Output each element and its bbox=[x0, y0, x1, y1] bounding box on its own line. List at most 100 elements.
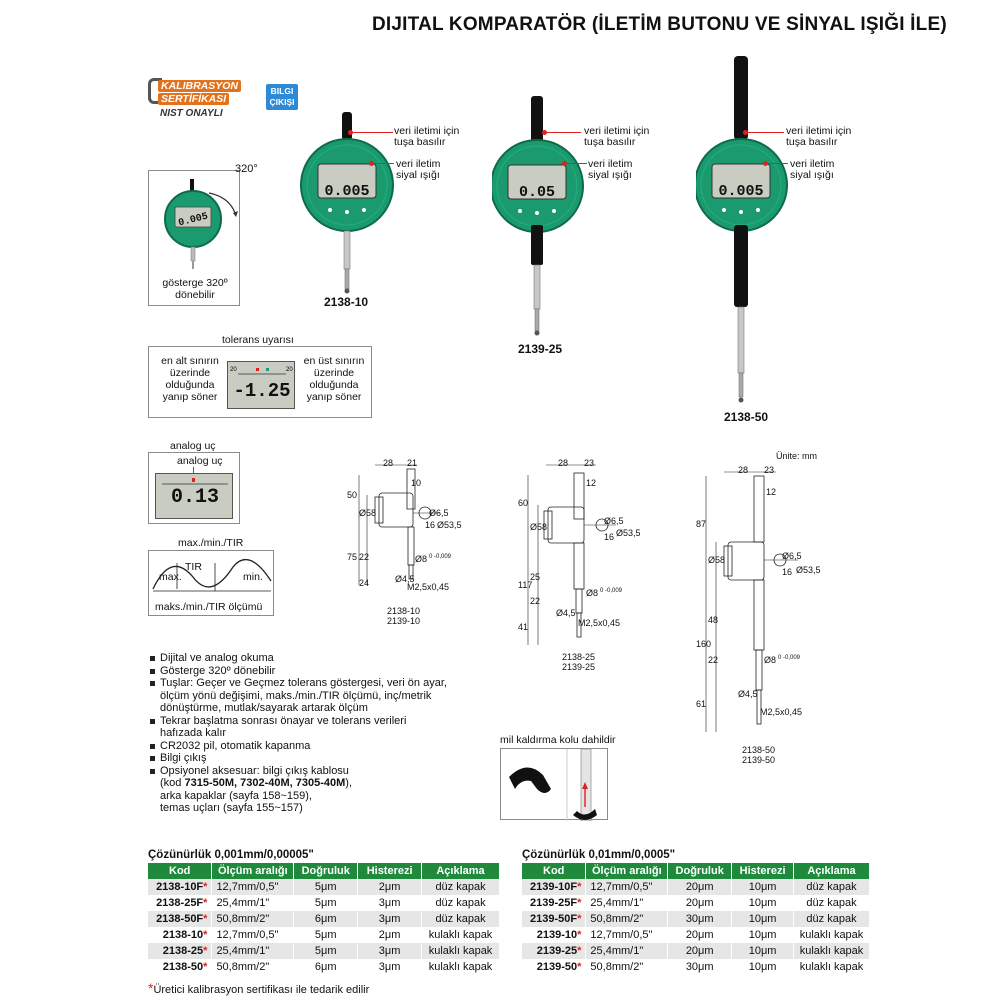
table-cell: 5μm bbox=[293, 879, 359, 895]
table-cell: 10μm bbox=[731, 895, 795, 911]
gauge-model: 2138-50 bbox=[724, 410, 769, 424]
dim-text: Ø4,5 bbox=[395, 574, 415, 584]
feature-item: Tekrar başlatma sonrası önayar ve tolera… bbox=[148, 715, 448, 740]
dim-text: 41 bbox=[518, 622, 529, 632]
table-cell: 50,8mm/2" bbox=[211, 959, 295, 975]
table-cell: 10μm bbox=[731, 911, 795, 927]
dim-caption: 2139-50 bbox=[742, 755, 776, 765]
table-cell: 6μm bbox=[293, 911, 359, 927]
maxmin-caption: maks./min./TIR ölçümü bbox=[155, 601, 263, 613]
code-cell: 2139-50F* bbox=[522, 911, 587, 927]
dim-text: 16 bbox=[782, 567, 793, 577]
table-cell: 25,4mm/1" bbox=[585, 895, 669, 911]
table-cell: 20μm bbox=[667, 943, 733, 959]
table-cell: kulaklı kapak bbox=[421, 959, 500, 975]
footnote: *Üretici kalibrasyon sertifikası ile ted… bbox=[148, 980, 369, 996]
table-cell: 10μm bbox=[731, 927, 795, 943]
code-text: 2138-25F bbox=[156, 897, 204, 909]
analog-title: analog uç bbox=[170, 440, 216, 452]
gauge3-label2-line1: veri iletim bbox=[790, 158, 835, 170]
maxmin-frame: max. TIR min. maks./min./TIR ölçümü bbox=[148, 550, 274, 616]
dim-text: Ø6,5 bbox=[782, 551, 802, 561]
tolerance-lcd: 20 20 -1.25 bbox=[227, 361, 295, 409]
svg-text:20: 20 bbox=[230, 367, 237, 373]
maxmin-title: max./min./TIR bbox=[178, 537, 244, 549]
badge-calibration-line2: SERTİFİKASI bbox=[158, 93, 230, 105]
dim-text: Ø6,5 bbox=[429, 508, 449, 518]
data-badge-line1: BILGI bbox=[270, 86, 294, 96]
badge-nist: NIST ONAYLI bbox=[160, 108, 223, 119]
dim-text: 117 bbox=[518, 580, 533, 590]
gauge1-label2-line1: veri iletim bbox=[396, 158, 441, 170]
star-mark: * bbox=[577, 961, 582, 973]
col-header: Doğruluk bbox=[667, 863, 733, 879]
dim-caption: 2139-25 bbox=[562, 662, 596, 672]
badge-hook-icon bbox=[148, 78, 162, 104]
gauge-display: 0.05 bbox=[518, 184, 555, 201]
pointer-line bbox=[545, 132, 581, 133]
table-cell: 3μm bbox=[357, 895, 423, 911]
footnote-star: * bbox=[148, 980, 154, 996]
gauge1-label1-line2: tuşa basılır bbox=[394, 136, 446, 148]
wave-icon bbox=[152, 558, 272, 592]
maxmin-tir: TIR bbox=[185, 561, 202, 573]
star-mark: * bbox=[577, 897, 582, 909]
feature-item: Gösterge 320º dönebilir bbox=[148, 665, 448, 678]
badge-calibration-line1: KALIBRASYON bbox=[158, 80, 242, 92]
col-header: Histerezi bbox=[357, 863, 423, 879]
table-cell: 10μm bbox=[731, 959, 795, 975]
code-text: 2138-10 bbox=[162, 929, 204, 941]
table-cell: 2μm bbox=[357, 927, 423, 943]
star-mark: * bbox=[203, 881, 208, 893]
lift-lever-icon bbox=[509, 748, 597, 822]
dim-text: Ø53,5 bbox=[616, 528, 641, 538]
maxmin-max: max. bbox=[159, 571, 182, 583]
lift-title: mil kaldırma kolu dahildir bbox=[500, 734, 616, 746]
dim-text: 0 -0,009 bbox=[600, 588, 623, 594]
tolerance-frame: 20 20 -1.25 en alt sınırın üzerinde oldu… bbox=[148, 346, 372, 418]
analog-value: 0.13 bbox=[170, 486, 219, 509]
col-header: Kod bbox=[148, 863, 213, 879]
dim-text: 23 bbox=[764, 465, 775, 475]
dim-text: M2,5x0,45 bbox=[407, 582, 450, 592]
table-cell: 3μm bbox=[357, 959, 423, 975]
pointer-line bbox=[746, 132, 784, 133]
dim-text: 87 bbox=[696, 519, 707, 529]
feature-item: CR2032 pil, otomatik kapanma bbox=[148, 740, 448, 753]
dim-text: 16 bbox=[425, 520, 436, 530]
tolerance-value: -1.25 bbox=[233, 380, 291, 402]
pointer-dot bbox=[743, 130, 748, 135]
pointer-line bbox=[565, 163, 587, 164]
lift-frame bbox=[500, 748, 608, 822]
col-header: Açıklama bbox=[793, 863, 870, 879]
dim-text: 60 bbox=[518, 498, 529, 508]
code-cell: 2139-50* bbox=[522, 959, 587, 975]
gauge3-label1-line2: tuşa basılır bbox=[786, 136, 838, 148]
analog-bar-icon bbox=[162, 478, 228, 485]
maxmin-min: min. bbox=[243, 571, 263, 583]
dim-text: 61 bbox=[696, 699, 707, 709]
dim-text: Ø58 bbox=[359, 508, 377, 518]
tolerance-right-line: en üst sınırın bbox=[303, 355, 365, 367]
tolerance-left-line: yanıp söner bbox=[162, 391, 218, 403]
table-cell: 3μm bbox=[357, 911, 423, 927]
table-cell: 50,8mm/2" bbox=[585, 959, 669, 975]
table-cell: düz kapak bbox=[421, 895, 500, 911]
table-cell: 10μm bbox=[731, 879, 795, 895]
gauge3-label2-line2: siyal ışığı bbox=[790, 169, 834, 181]
dim-text: Ø4,5 bbox=[738, 689, 758, 699]
table-cell: 5μm bbox=[293, 927, 359, 943]
pointer-line bbox=[372, 163, 394, 164]
pointer-dot bbox=[369, 161, 374, 166]
code-cell: 2139-10* bbox=[522, 927, 587, 943]
gauge1-label2-line2: siyal ışığı bbox=[396, 169, 440, 181]
dim-text: Ø53,5 bbox=[437, 520, 462, 530]
